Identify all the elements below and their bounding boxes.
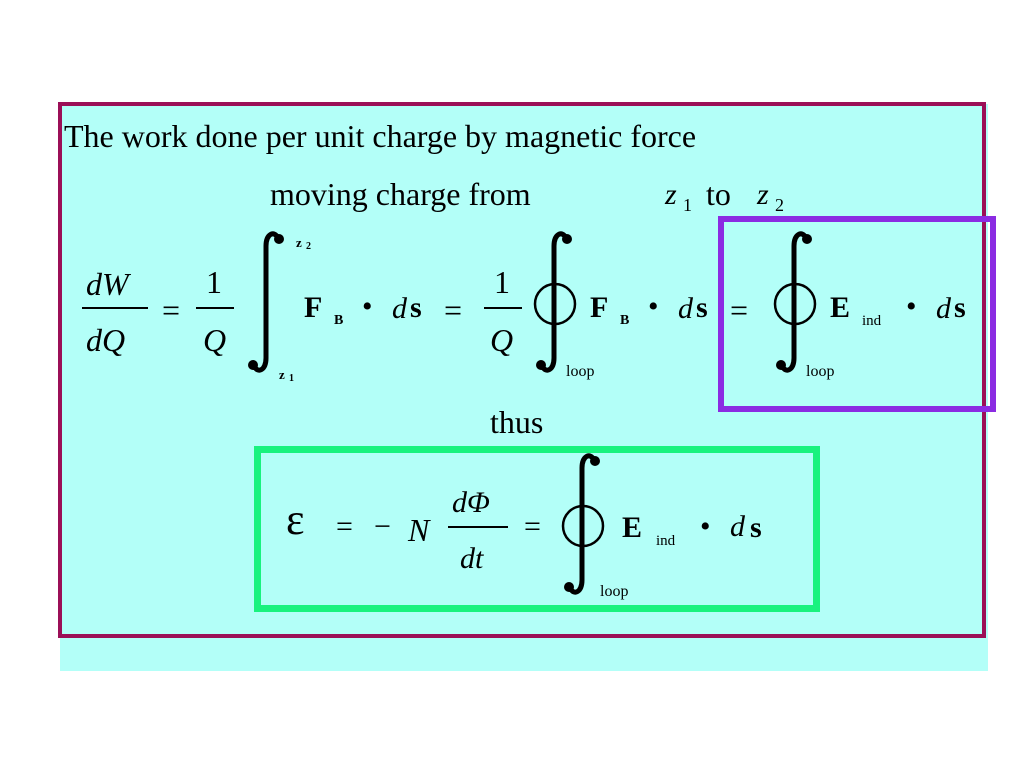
upper-limit-z: z bbox=[296, 235, 302, 250]
slide-background bbox=[60, 104, 988, 671]
d-symbol: d bbox=[392, 292, 407, 325]
d-symbol: d bbox=[730, 510, 745, 543]
dt-denominator: dt bbox=[460, 542, 484, 575]
z1-subscript: 1 bbox=[683, 195, 692, 215]
contour-integral-sign bbox=[773, 231, 817, 373]
lower-limit-z: z bbox=[279, 367, 285, 382]
dot-product: • bbox=[906, 290, 917, 323]
fraction-bar bbox=[82, 307, 148, 309]
to-word: to bbox=[706, 176, 731, 212]
Q-denominator: Q bbox=[490, 322, 514, 358]
s-vector: s bbox=[750, 511, 762, 544]
contour-integral-sign bbox=[533, 231, 577, 373]
one-numerator: 1 bbox=[206, 264, 222, 300]
fraction-bar bbox=[448, 526, 508, 528]
E-symbol: E bbox=[622, 511, 643, 544]
intro-line: The work done per unit charge by magneti… bbox=[64, 118, 697, 154]
s-vector: s bbox=[954, 291, 966, 324]
ind-subscript: ind bbox=[656, 533, 676, 549]
ind-subscript: ind bbox=[862, 313, 882, 329]
induced-field-highlight-box bbox=[718, 216, 996, 412]
dot-product: • bbox=[700, 510, 711, 543]
s-vector: s bbox=[410, 291, 422, 324]
dot-product: • bbox=[648, 290, 659, 323]
equals-sign: = bbox=[524, 510, 541, 543]
equals-sign: = bbox=[444, 292, 463, 328]
B-subscript: B bbox=[334, 313, 344, 328]
integral-sign bbox=[248, 231, 284, 373]
dW-numerator: dW bbox=[86, 266, 129, 302]
loop-label: loop bbox=[806, 363, 835, 380]
s-vector: s bbox=[696, 291, 708, 324]
moving-charge-line: moving charge from bbox=[270, 176, 531, 212]
Q-denominator: Q bbox=[203, 322, 227, 358]
F-symbol: F bbox=[304, 291, 323, 324]
equals-sign: = bbox=[162, 292, 181, 328]
z2-subscript: 2 bbox=[775, 195, 784, 215]
fraction-bar bbox=[196, 307, 234, 309]
fraction-bar bbox=[484, 307, 522, 309]
F-symbol: F bbox=[590, 291, 609, 324]
contour-integral-sign bbox=[561, 453, 605, 595]
upper-limit-sub: 2 bbox=[306, 241, 311, 252]
N-symbol: N bbox=[408, 512, 430, 548]
d-symbol: d bbox=[936, 292, 951, 325]
dPhi-numerator: dΦ bbox=[452, 486, 490, 519]
E-symbol: E bbox=[830, 291, 851, 324]
z2-symbol: z bbox=[757, 178, 769, 211]
equals-sign: = bbox=[336, 510, 353, 543]
minus-sign: − bbox=[374, 510, 391, 543]
lower-limit-sub: 1 bbox=[289, 373, 294, 384]
thus-word: thus bbox=[490, 404, 544, 440]
loop-label: loop bbox=[600, 583, 629, 600]
emf-symbol: ε bbox=[286, 495, 305, 544]
d-symbol: d bbox=[678, 292, 693, 325]
equals-sign: = bbox=[730, 292, 749, 328]
one-numerator: 1 bbox=[494, 264, 510, 300]
loop-label: loop bbox=[566, 363, 595, 380]
outer-frame bbox=[58, 102, 986, 638]
dQ-denominator: dQ bbox=[86, 322, 126, 358]
B-subscript: B bbox=[620, 313, 630, 328]
z1-symbol: z bbox=[665, 178, 677, 211]
faraday-law-highlight-box bbox=[254, 446, 820, 612]
dot-product: • bbox=[362, 290, 373, 323]
